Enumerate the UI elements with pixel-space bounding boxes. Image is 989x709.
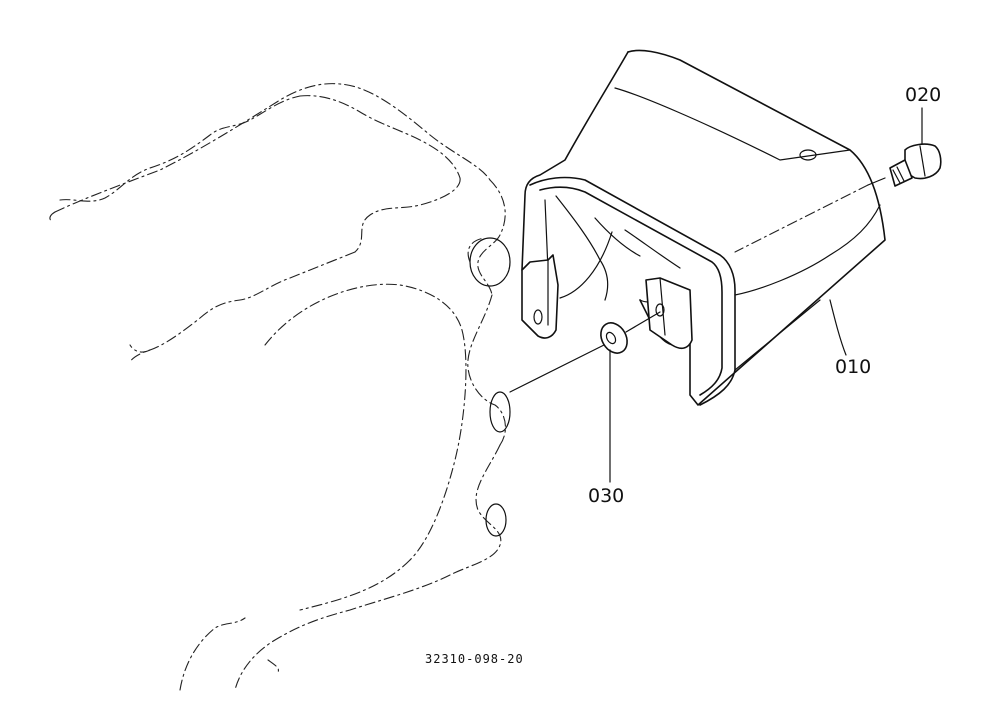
- washer-part-030: [600, 322, 628, 354]
- leader-lines: [609, 107, 923, 483]
- cover-part-010: [521, 49, 886, 406]
- housing-bosses: [467, 237, 511, 537]
- callout-020: 020: [905, 84, 941, 106]
- drawing-number: 32310-098-20: [425, 652, 524, 666]
- engine-housing-outline: [49, 83, 506, 691]
- callout-030: 030: [588, 485, 624, 507]
- leader-010: [829, 299, 847, 356]
- bolt-part-020: [889, 143, 942, 187]
- callout-010: 010: [835, 356, 871, 378]
- assembly-centerlines: [509, 177, 886, 393]
